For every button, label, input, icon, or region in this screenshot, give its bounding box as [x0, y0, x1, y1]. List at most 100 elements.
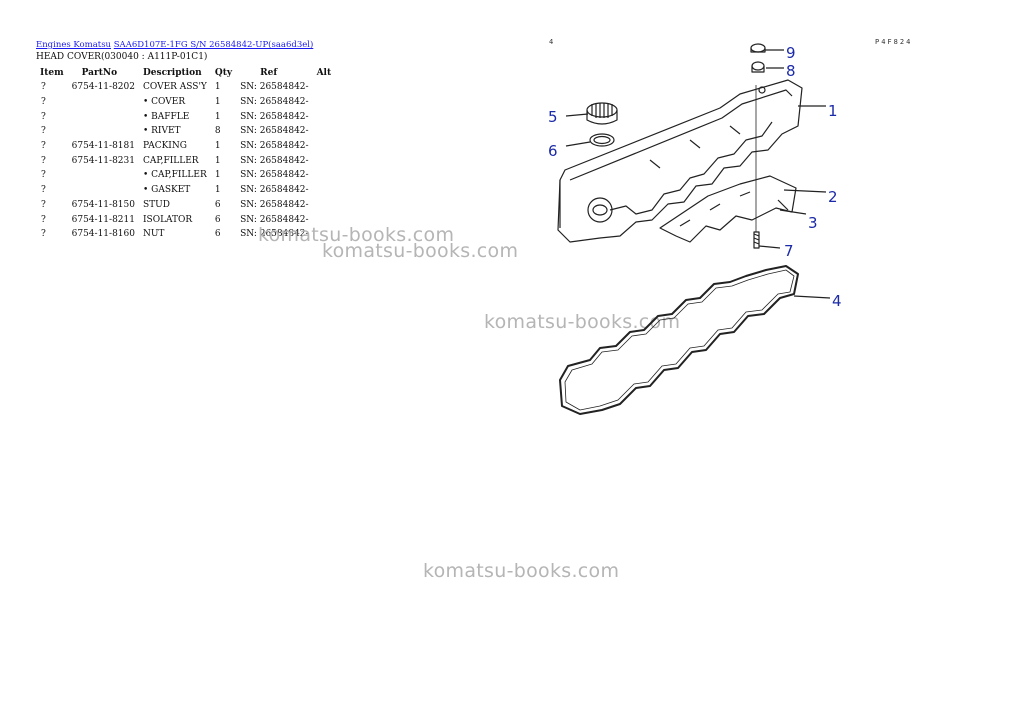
row-description: CAP,FILLER [142, 155, 199, 166]
row-qty: 6 [214, 214, 221, 225]
row-alt [313, 124, 336, 139]
row-item: ? [41, 229, 46, 240]
header-partno: PartNo [81, 68, 118, 78]
baffle-part [659, 175, 797, 243]
row-description: NUT [142, 229, 165, 240]
table-row: ? • CAP,FILLER 1 SN: 26584842- [36, 168, 335, 183]
row-alt [313, 95, 336, 110]
row-description: COVER ASS'Y [142, 82, 207, 93]
packing-part [559, 265, 799, 415]
row-partno: 6754-11-8181 [71, 141, 135, 152]
breadcrumb: Engines Komatsu SAA6D107E-1FG S/N 265848… [36, 40, 313, 50]
breadcrumb-link-engines[interactable]: Engines Komatsu [36, 40, 112, 50]
callout-7: 7 [784, 242, 794, 260]
row-description: • BAFFLE [142, 111, 190, 122]
header-item: Item [40, 68, 64, 78]
head-cover-part [557, 79, 803, 243]
watermark: komatsu-books.com [423, 560, 620, 582]
row-alt [313, 153, 336, 168]
row-ref: SN: 26584842- [240, 185, 309, 196]
row-description: STUD [142, 199, 170, 210]
row-description: • RIVET [142, 126, 181, 137]
callout-4: 4 [832, 292, 842, 310]
row-partno [68, 109, 139, 124]
table-row: ? • RIVET 8 SN: 26584842- [36, 124, 335, 139]
parts-table-header: Item PartNo Description Qty Ref Alt [36, 66, 335, 80]
gasket-ring-part [589, 133, 615, 147]
callout-2: 2 [828, 188, 838, 206]
row-item: ? [41, 214, 46, 225]
row-description: PACKING [142, 141, 187, 152]
row-ref: SN: 26584842- [240, 155, 309, 166]
row-ref: SN: 26584842- [240, 199, 309, 210]
callout-8: 8 [786, 62, 796, 80]
row-alt [313, 109, 336, 124]
callout-5: 5 [548, 108, 558, 126]
row-item: ? [41, 170, 46, 181]
nut-part [750, 43, 766, 53]
header-qty: Qty [214, 68, 233, 78]
page-subtitle: HEAD COVER(030040 : A111P-01C1) [36, 52, 208, 62]
row-partno [68, 183, 139, 198]
table-row: ? 6754-11-8211 ISOLATOR 6 SN: 26584842- [36, 212, 335, 227]
header-ref: Ref [260, 68, 278, 78]
row-item: ? [41, 97, 46, 108]
row-qty: 6 [214, 229, 221, 240]
header-description: Description [142, 68, 202, 78]
callout-9: 9 [786, 44, 796, 62]
table-row: ? 6754-11-8160 NUT 6 SN: 26584842- [36, 227, 335, 242]
row-partno: 6754-11-8211 [71, 214, 135, 225]
row-qty: 8 [214, 126, 221, 137]
table-row: ? • GASKET 1 SN: 26584842- [36, 183, 335, 198]
row-partno [68, 168, 139, 183]
diagram-callouts: 1 2 3 4 5 6 7 8 9 [548, 44, 842, 310]
row-alt [313, 139, 336, 154]
row-item: ? [41, 185, 46, 196]
figure-code: P4F824 [875, 38, 913, 46]
row-qty: 1 [214, 82, 221, 93]
breadcrumb-link-model[interactable]: SAA6D107E-1FG S/N 26584842-UP(saa6d3el) [113, 40, 314, 50]
isolator-part [751, 61, 765, 71]
row-ref: SN: 26584842- [240, 170, 309, 181]
row-description: ISOLATOR [142, 214, 193, 225]
row-ref: SN: 26584842- [240, 111, 309, 122]
row-description: • COVER [142, 97, 186, 108]
row-alt [313, 212, 336, 227]
row-item: ? [41, 111, 46, 122]
row-alt [313, 80, 336, 95]
row-ref: SN: 26584842- [240, 229, 309, 240]
row-partno: 6754-11-8160 [71, 229, 135, 240]
parts-table: Item PartNo Description Qty Ref Alt ? 675… [36, 66, 335, 242]
row-partno [68, 124, 139, 139]
row-partno: 6754-11-8150 [71, 199, 135, 210]
row-item: ? [41, 155, 46, 166]
page-mark: 4 [549, 38, 554, 46]
callout-1: 1 [828, 102, 838, 120]
row-alt [313, 183, 336, 198]
row-ref: SN: 26584842- [240, 82, 309, 93]
row-qty: 1 [214, 155, 221, 166]
row-ref: SN: 26584842- [240, 214, 309, 225]
watermark: komatsu-books.com [322, 240, 519, 262]
row-alt [313, 227, 336, 242]
callout-6: 6 [548, 142, 558, 160]
row-partno: 6754-11-8202 [71, 82, 135, 93]
row-description: • CAP,FILLER [142, 170, 207, 181]
row-partno [68, 95, 139, 110]
row-qty: 1 [214, 185, 221, 196]
row-item: ? [41, 126, 46, 137]
row-ref: SN: 26584842- [240, 126, 309, 137]
callout-3: 3 [808, 214, 818, 232]
header-alt: Alt [316, 68, 332, 78]
row-description: • GASKET [142, 185, 191, 196]
row-qty: 1 [214, 170, 221, 181]
exploded-parts-diagram: 1 2 3 4 5 6 7 8 9 [548, 43, 842, 415]
row-ref: SN: 26584842- [240, 141, 309, 152]
row-item: ? [41, 199, 46, 210]
